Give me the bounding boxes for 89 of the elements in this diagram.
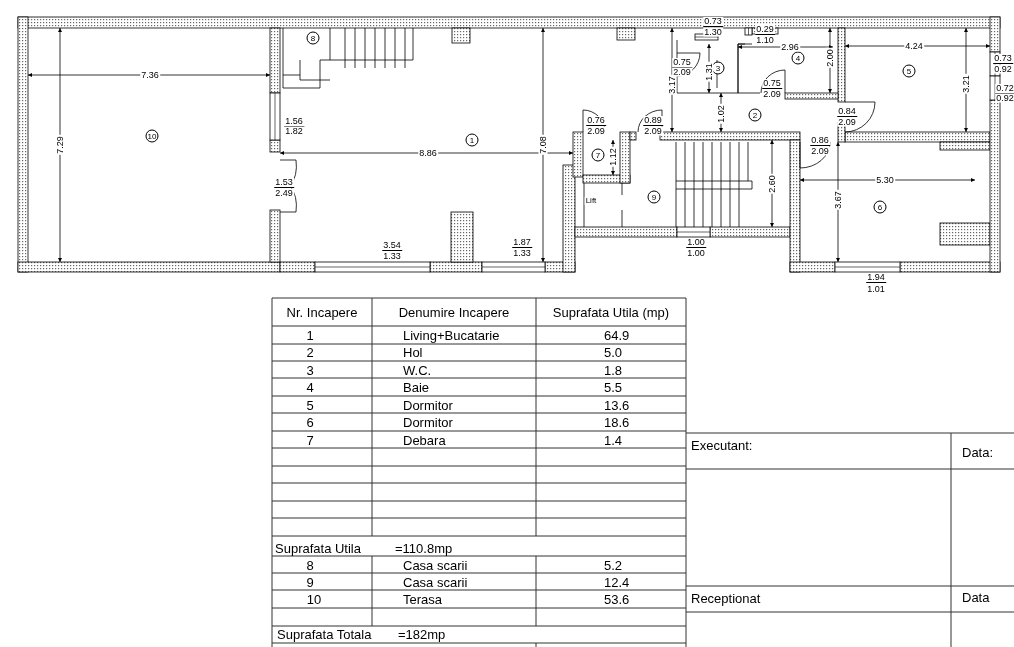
- opening-height-label: 1.01: [866, 284, 886, 294]
- opening-size-label: 1.53: [274, 178, 294, 188]
- room-number-text: 3: [306, 363, 314, 377]
- dimension-label: 1.31: [704, 62, 714, 82]
- room-number-text: 8: [306, 558, 314, 572]
- room-name-text: W.C.: [403, 363, 432, 377]
- room-number-circle: 7: [591, 148, 605, 162]
- room-name-text: Living+Bucatarie: [403, 328, 500, 342]
- dimension-label: 2.00: [825, 48, 835, 68]
- signature-label: Executant:: [691, 438, 753, 452]
- signature-label: Receptionat: [691, 591, 761, 605]
- room-number-text: 7: [306, 433, 314, 447]
- opening-height-label: 0.92: [995, 93, 1014, 103]
- dimension-label: 7.36: [140, 70, 160, 80]
- opening-size-label: 0.29: [755, 25, 775, 35]
- opening-height-label: 2.09: [837, 117, 857, 127]
- opening-height-label: 1.00: [686, 248, 706, 258]
- room-number-text: 2: [306, 345, 314, 359]
- opening-height-label: 0.92: [993, 64, 1013, 74]
- dimension-label: 3.67: [833, 190, 843, 210]
- room-name-text: Debara: [403, 433, 446, 447]
- room-number-circle: 8: [306, 31, 320, 45]
- opening-height-label: 2.09: [810, 146, 830, 156]
- opening-height-label: 1.33: [382, 251, 402, 261]
- subtotal-value: =110.8mp: [395, 541, 453, 555]
- opening-height-label: 2.49: [274, 188, 294, 198]
- room-name-text: Terasa: [403, 592, 443, 606]
- opening-size-label: 0.73: [993, 54, 1013, 64]
- area-value: 5.2: [604, 558, 623, 572]
- room-name-text: Dormitor: [403, 398, 453, 412]
- total-value: =182mp: [398, 627, 446, 641]
- date-label: Data: [962, 590, 990, 604]
- opening-height-label: 1.82: [284, 126, 304, 136]
- table-header: Nr. Incapere: [286, 305, 358, 319]
- opening-height-label: 2.09: [643, 126, 663, 136]
- room-number-text: 6: [306, 415, 314, 429]
- dimension-label: 2.60: [767, 174, 777, 194]
- area-value: 53.6: [604, 592, 630, 606]
- dimension-label: 7.08: [538, 135, 548, 155]
- room-number-circle: 6: [873, 200, 887, 214]
- room-number-circle: 4: [791, 51, 805, 65]
- area-value: 1.8: [604, 363, 623, 377]
- opening-size-label: 3.54: [382, 241, 402, 251]
- room-number-circle: 5: [902, 64, 916, 78]
- opening-size-label: 1.87: [512, 238, 532, 248]
- room-name-label: Lift: [584, 197, 598, 205]
- dimension-label: 1.02: [716, 104, 726, 124]
- total-label: Suprafata Totala: [277, 627, 372, 641]
- table-header: Suprafata Utila (mp): [552, 305, 670, 319]
- opening-size-label: 0.84: [837, 107, 857, 117]
- room-number-text: 5: [306, 398, 314, 412]
- area-value: 18.6: [604, 415, 630, 429]
- subtotal-label: Suprafata Utila: [275, 541, 361, 555]
- area-value: 5.5: [604, 380, 623, 394]
- area-value: 5.0: [604, 345, 623, 359]
- opening-size-label: 1.00: [686, 238, 706, 248]
- opening-size-label: 0.76: [586, 116, 606, 126]
- opening-size-label: 0.89: [643, 116, 663, 126]
- area-value: 1.4: [604, 433, 623, 447]
- room-number-text: 9: [306, 575, 314, 589]
- opening-height-label: 1.10: [755, 35, 775, 45]
- room-number-text: 10: [306, 592, 322, 606]
- dimension-label: 3.21: [961, 74, 971, 94]
- room-number-text: 1: [306, 328, 314, 342]
- dimension-label: 3.17: [667, 75, 677, 95]
- room-number-circle: 2: [748, 108, 762, 122]
- table-header: Denumire Incapere: [398, 305, 510, 319]
- opening-size-label: 1.94: [866, 273, 886, 283]
- room-number-text: 4: [306, 380, 314, 394]
- room-number-circle: 10: [145, 129, 159, 143]
- room-name-text: Dormitor: [403, 415, 453, 429]
- area-value: 12.4: [604, 575, 630, 589]
- dimension-label: 7.29: [55, 135, 65, 155]
- room-name-text: Hol: [403, 345, 423, 359]
- room-number-circle: 9: [647, 190, 661, 204]
- opening-size-label: 0.75: [762, 79, 782, 89]
- area-value: 13.6: [604, 398, 630, 412]
- opening-height-label: 1.33: [512, 248, 532, 258]
- date-label: Data:: [962, 445, 994, 459]
- opening-height-label: 2.09: [586, 126, 606, 136]
- room-number-circle: 1: [465, 133, 479, 147]
- room-name-text: Baie: [403, 380, 430, 394]
- opening-height-label: 2.09: [672, 67, 692, 77]
- area-value: 64.9: [604, 328, 630, 342]
- room-number-circle: 3: [711, 61, 725, 75]
- room-name-text: Casa scarii: [403, 575, 468, 589]
- opening-size-label: 0.73: [703, 17, 723, 27]
- opening-size-label: 0.86: [810, 136, 830, 146]
- room-name-text: Casa scarii: [403, 558, 468, 572]
